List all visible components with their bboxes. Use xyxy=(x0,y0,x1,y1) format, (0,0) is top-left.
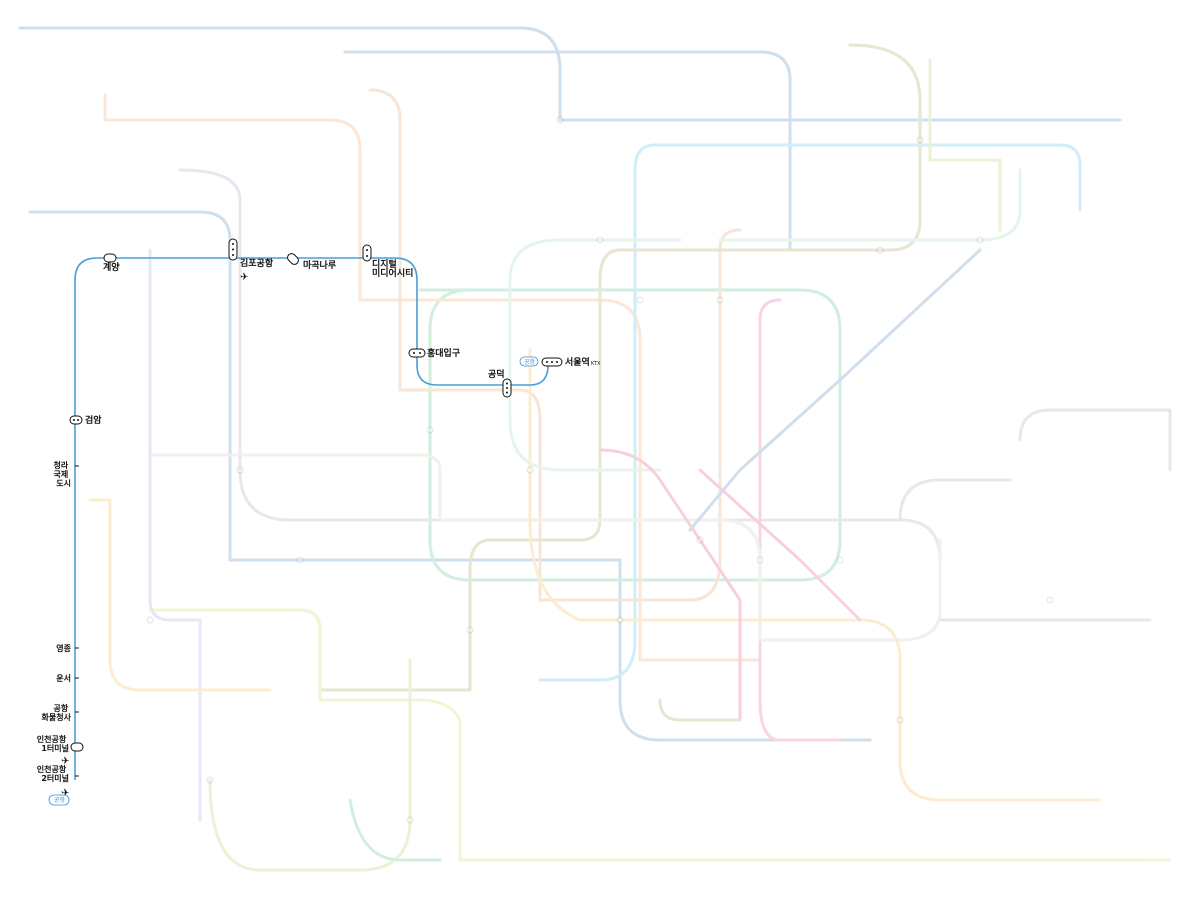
station-dmc-marker[interactable] xyxy=(362,244,372,262)
line-badge-airport-seoul xyxy=(519,356,539,367)
station-magoknaru-marker[interactable] xyxy=(286,252,300,266)
station-labels: 계양 김포공항 ✈ 마곡나루 디지털 미디어시티 홍대입구 공덕 서울역 KTX… xyxy=(37,257,601,806)
airplane-icon: ✈ xyxy=(240,272,248,283)
background-stations xyxy=(146,116,1054,824)
station-label-dmc[interactable]: 디지털 미디어시티 xyxy=(372,258,413,279)
station-label-magoknaru[interactable]: 마곡나루 xyxy=(303,259,336,271)
station-label-seoul-ktx: KTX xyxy=(591,361,601,367)
station-label-gongdeok[interactable]: 공덕 xyxy=(488,369,505,380)
airport-railroad-line xyxy=(74,257,549,780)
station-ticks xyxy=(75,465,79,777)
station-label-t1[interactable]: 인천공항 1터미널 xyxy=(37,734,69,753)
station-label-yeongjong[interactable]: 영종 xyxy=(56,643,71,653)
station-geomam-marker[interactable] xyxy=(69,415,83,425)
station-gyeyang-marker[interactable] xyxy=(103,253,117,263)
station-hongik-marker[interactable] xyxy=(408,348,426,358)
line-badge-airport-terminus xyxy=(48,794,70,806)
airplane-icon: ✈ xyxy=(61,788,69,799)
station-label-cargo[interactable]: 공항 화물청사 xyxy=(42,703,72,722)
airport-line-path xyxy=(74,257,549,780)
station-label-unseo[interactable]: 운서 xyxy=(56,673,71,683)
background-network xyxy=(18,26,1172,872)
station-label-cheongna[interactable]: 청라 국제 도시 xyxy=(53,460,71,488)
svg-text:공항: 공항 xyxy=(54,796,66,804)
station-label-hongik[interactable]: 홍대입구 xyxy=(427,347,460,359)
station-t1-marker[interactable] xyxy=(70,742,84,752)
station-label-gyeyang[interactable]: 계양 xyxy=(103,261,120,273)
station-label-geomam[interactable]: 검암 xyxy=(85,414,102,426)
station-label-seoul[interactable]: 서울역 xyxy=(565,356,590,368)
station-markers xyxy=(69,238,563,752)
station-label-gimpo[interactable]: 김포공항 xyxy=(240,257,274,269)
airplane-icon: ✈ xyxy=(61,756,69,767)
station-label-t2[interactable]: 인천공항 2터미널 xyxy=(37,764,69,783)
svg-text:공항: 공항 xyxy=(524,358,536,366)
